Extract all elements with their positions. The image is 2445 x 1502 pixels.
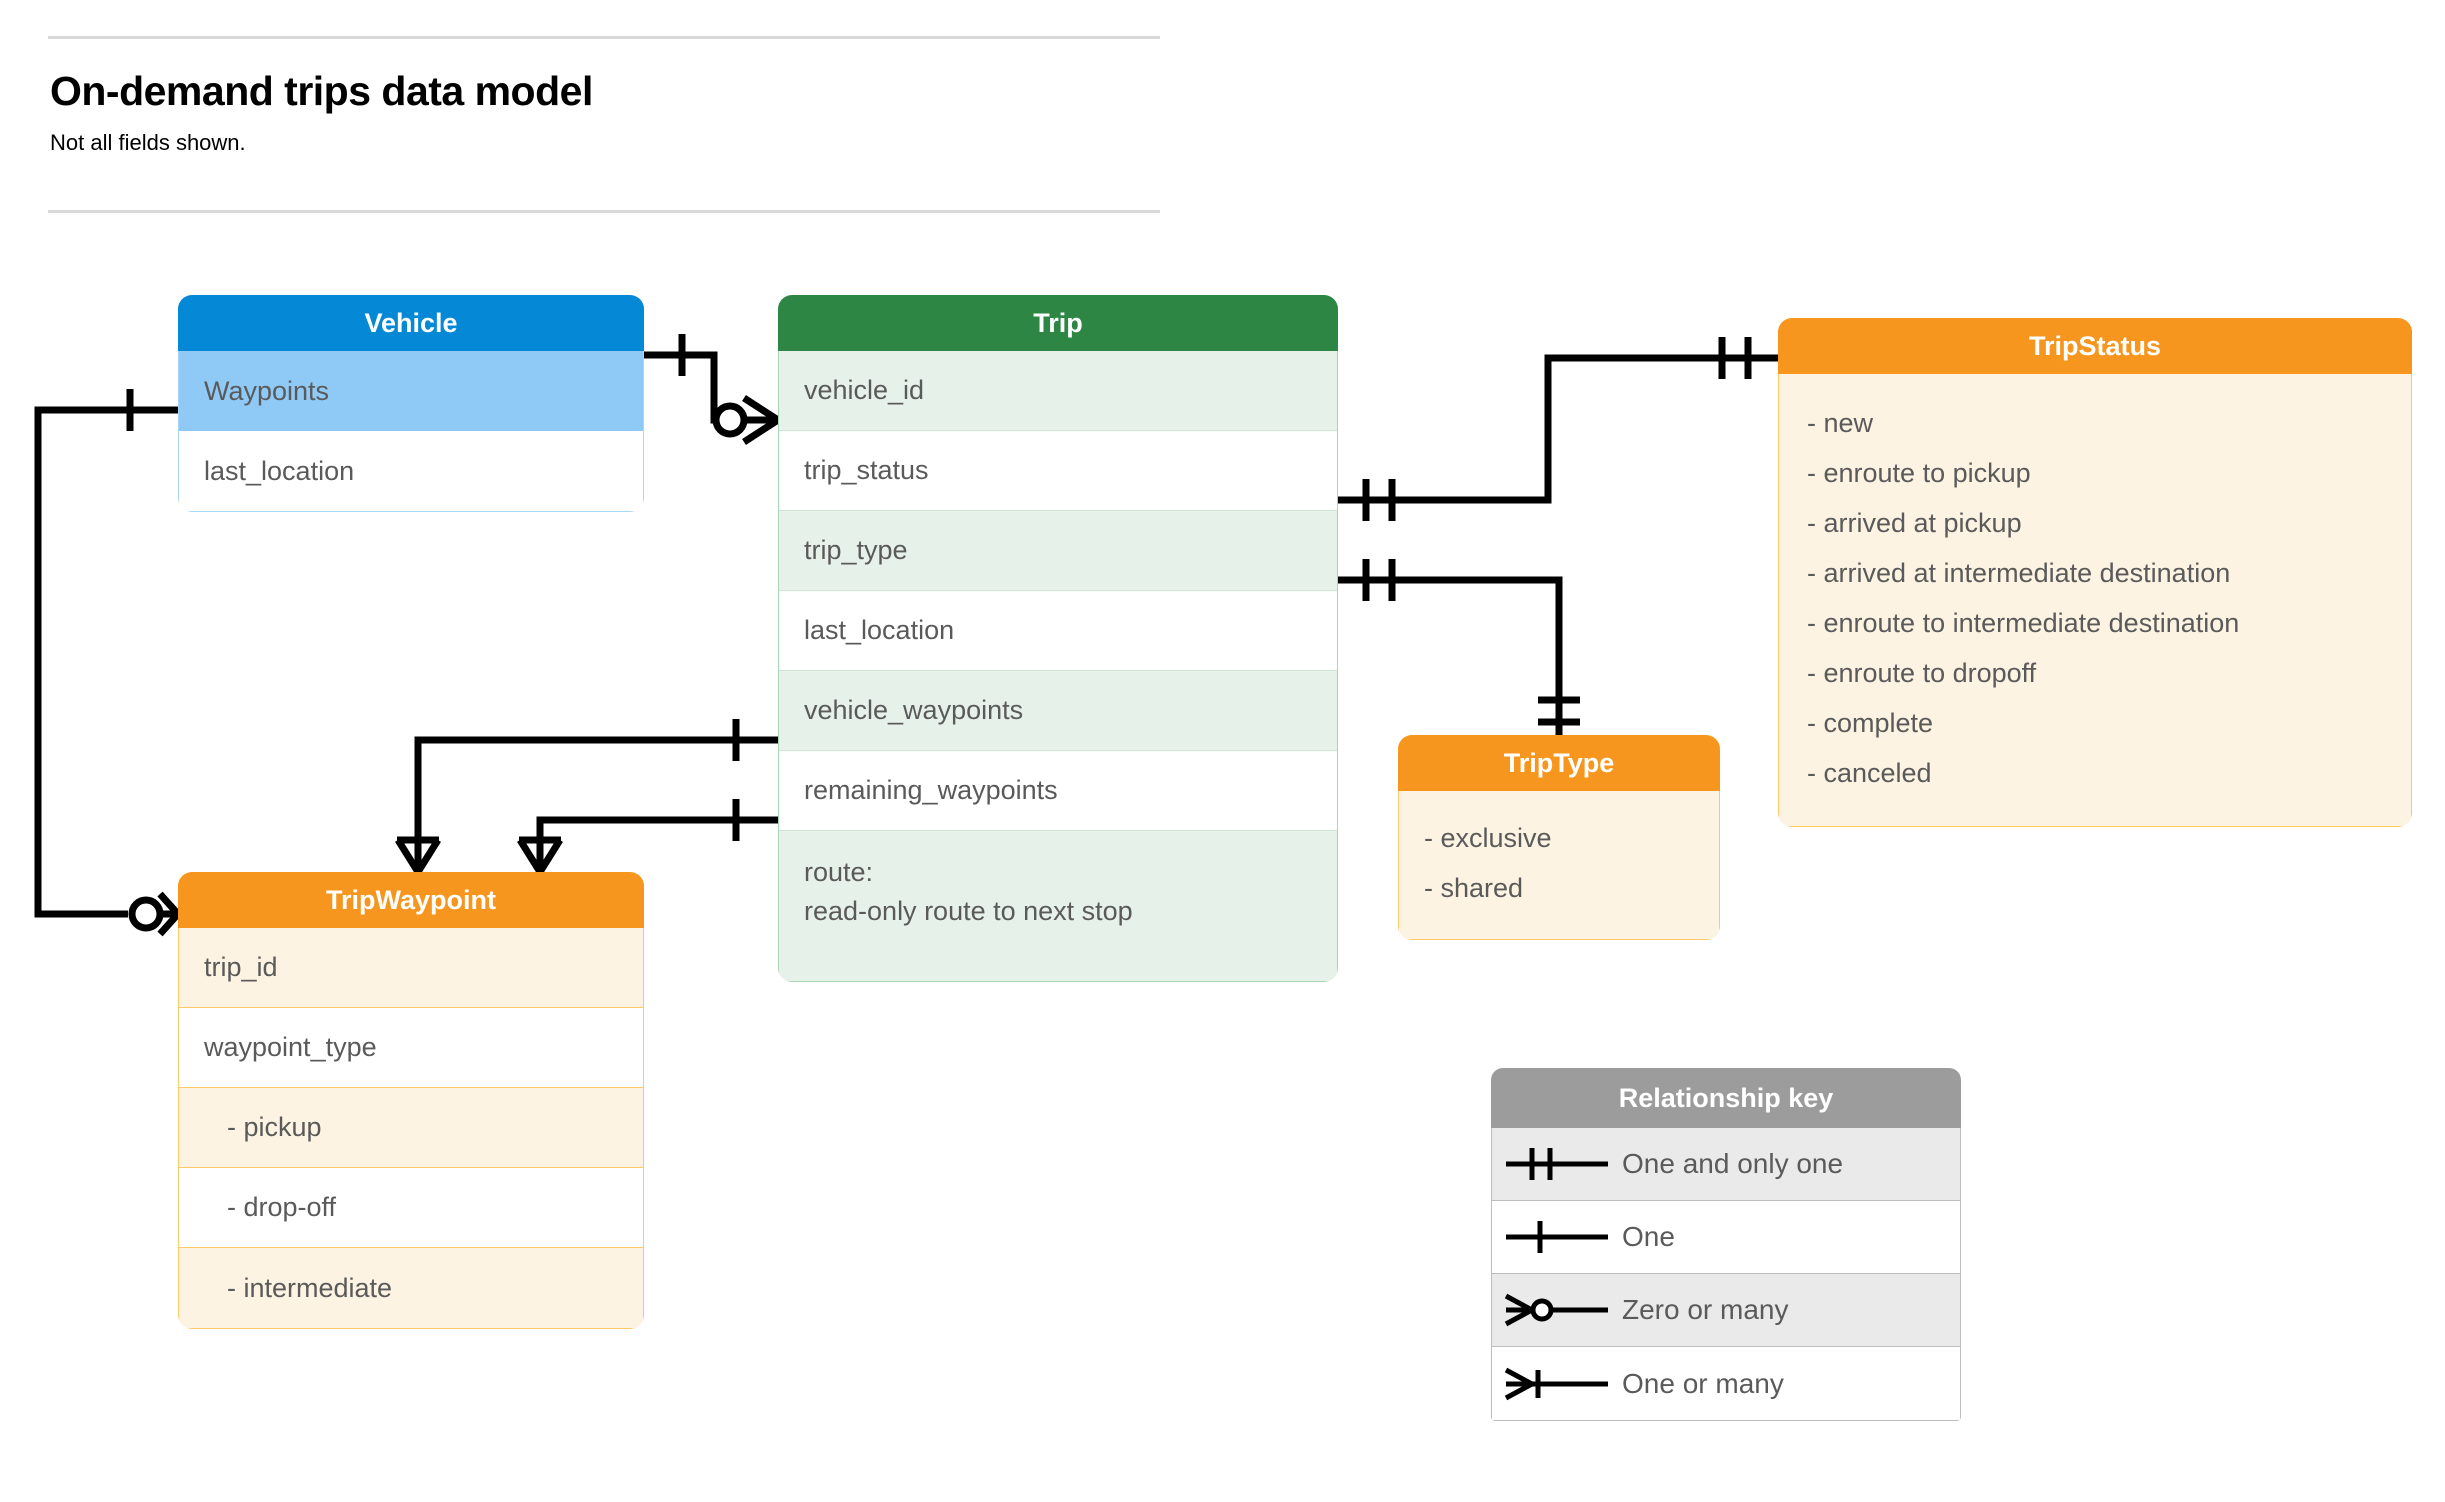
enum-value: - canceled xyxy=(1807,758,1932,788)
one-icon xyxy=(1492,1215,1622,1259)
one-or-many-icon xyxy=(1492,1362,1622,1406)
enum-value: - exclusive xyxy=(1424,823,1552,853)
entity-trip-title: Trip xyxy=(778,295,1338,351)
field-row[interactable]: trip_id xyxy=(179,928,643,1008)
legend-label: Zero or many xyxy=(1622,1294,1789,1325)
page-subtitle: Not all fields shown. xyxy=(50,130,246,155)
entity-vehicle-fields: Waypoints last_location xyxy=(178,351,644,512)
field-row-enum[interactable]: - pickup xyxy=(179,1088,643,1168)
field-row-enum[interactable]: - intermediate xyxy=(179,1248,643,1328)
divider-top xyxy=(48,36,1160,39)
enum-value: - arrived at pickup xyxy=(1807,508,2022,538)
entity-triptype-title: TripType xyxy=(1398,735,1720,791)
legend-row: One and only one xyxy=(1492,1128,1960,1201)
entity-tripwaypoint[interactable]: TripWaypoint trip_id waypoint_type - pic… xyxy=(178,872,644,1329)
field-row[interactable]: Waypoints xyxy=(179,351,643,431)
field-row[interactable]: trip_status xyxy=(779,431,1337,511)
zero-or-many-icon xyxy=(1492,1288,1622,1332)
entity-vehicle-title: Vehicle xyxy=(178,295,644,351)
legend-label: One or many xyxy=(1622,1367,1784,1399)
entity-triptype-values: - exclusive - shared xyxy=(1398,791,1720,940)
page-title: On-demand trips data model xyxy=(50,68,593,114)
legend-label: One and only one xyxy=(1622,1148,1844,1179)
divider-bottom xyxy=(48,210,1160,213)
enum-value: - arrived at intermediate destination xyxy=(1807,558,2231,588)
entity-trip-fields: vehicle_id trip_status trip_type last_lo… xyxy=(778,351,1338,982)
field-row[interactable]: vehicle_id xyxy=(779,351,1337,431)
enum-value: - complete xyxy=(1807,708,1934,738)
field-row[interactable]: remaining_waypoints xyxy=(779,751,1337,831)
field-row-enum[interactable]: - drop-off xyxy=(179,1168,643,1248)
enum-value: - shared xyxy=(1424,873,1524,903)
entity-vehicle[interactable]: Vehicle Waypoints last_location xyxy=(178,295,644,512)
field-row[interactable]: waypoint_type xyxy=(179,1008,643,1088)
relationship-key-rows: One and only one One xyxy=(1491,1128,1961,1421)
relationship-key-title: Relationship key xyxy=(1491,1068,1961,1128)
enum-value: - enroute to dropoff xyxy=(1807,658,2037,688)
legend-row: One xyxy=(1492,1201,1960,1274)
legend-row: Zero or many xyxy=(1492,1274,1960,1347)
entity-tripstatus-title: TripStatus xyxy=(1778,318,2412,374)
one-and-only-one-icon xyxy=(1492,1142,1622,1186)
field-route-label: route: xyxy=(804,857,874,887)
entity-tripstatus[interactable]: TripStatus - new - enroute to pickup - a… xyxy=(1778,318,2412,827)
entity-tripwaypoint-fields: trip_id waypoint_type - pickup - drop-of… xyxy=(178,928,644,1329)
field-row-route[interactable]: route: read-only route to next stop xyxy=(779,831,1337,981)
entity-tripstatus-values: - new - enroute to pickup - arrived at p… xyxy=(1778,374,2412,827)
relationship-key-panel: Relationship key One and only one xyxy=(1491,1068,1961,1421)
enum-value: - new xyxy=(1807,408,1874,438)
entity-triptype[interactable]: TripType - exclusive - shared xyxy=(1398,735,1720,940)
field-row[interactable]: vehicle_waypoints xyxy=(779,671,1337,751)
entity-tripwaypoint-title: TripWaypoint xyxy=(178,872,644,928)
field-row[interactable]: trip_type xyxy=(779,511,1337,591)
field-route-description: read-only route to next stop xyxy=(804,896,1133,927)
enum-value: - enroute to intermediate destination xyxy=(1807,608,2240,638)
legend-row: One or many xyxy=(1492,1347,1960,1420)
field-row[interactable]: last_location xyxy=(779,591,1337,671)
legend-label: One xyxy=(1622,1221,1675,1252)
entity-trip[interactable]: Trip vehicle_id trip_status trip_type la… xyxy=(778,295,1338,982)
enum-value: - enroute to pickup xyxy=(1807,458,2031,488)
field-row[interactable]: last_location xyxy=(179,431,643,511)
